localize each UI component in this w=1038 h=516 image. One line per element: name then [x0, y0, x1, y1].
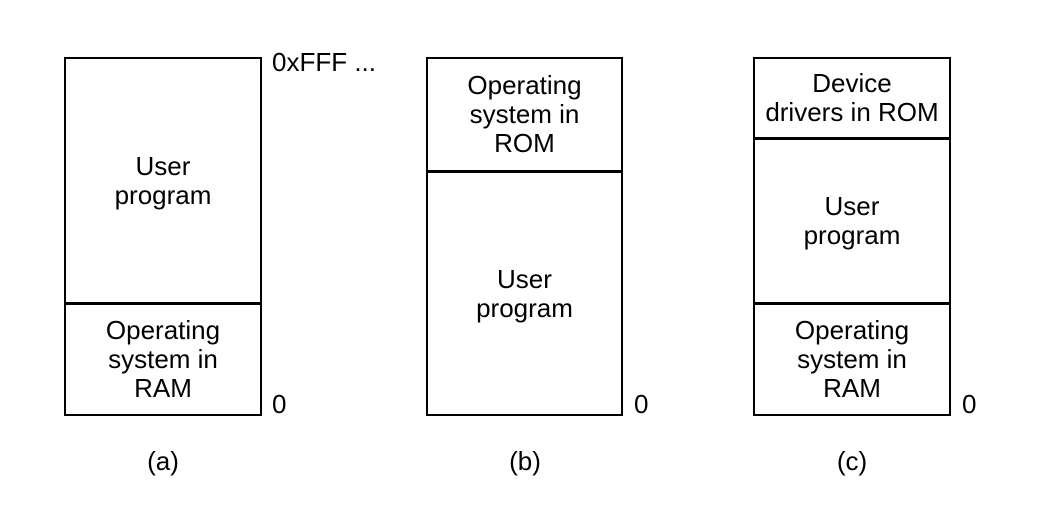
section-label: Operating system in RAM — [105, 315, 221, 403]
section-operating-system-ram: Operating system in RAM — [755, 302, 949, 414]
address-label-top: 0xFFF ... — [272, 47, 376, 77]
section-label: Device drivers in ROM — [765, 68, 939, 127]
panel-caption-b: (b) — [509, 446, 541, 476]
section-label: Operating system in ROM — [467, 70, 582, 158]
address-label-zero: 0 — [962, 389, 977, 419]
section-operating-system-rom: Operating system in ROM — [428, 59, 621, 170]
section-user-program: User program — [428, 170, 621, 414]
panel-caption-c: (c) — [836, 446, 868, 476]
panel-caption-a: (a) — [147, 446, 179, 476]
section-device-drivers-rom: Device drivers in ROM — [755, 59, 949, 137]
address-label-zero: 0 — [634, 389, 649, 419]
memory-box-a: User program Operating system in RAM — [64, 57, 262, 416]
section-user-program: User program — [66, 59, 260, 302]
memory-box-c: Device drivers in ROM User program Opera… — [753, 57, 951, 416]
section-label: Operating system in RAM — [794, 315, 910, 403]
section-user-program: User program — [755, 137, 949, 302]
section-label: User program — [114, 150, 212, 210]
memory-box-b: Operating system in ROM User program — [426, 57, 623, 416]
section-operating-system-ram: Operating system in RAM — [66, 302, 260, 414]
address-label-zero: 0 — [272, 389, 287, 419]
section-label: User program — [476, 263, 573, 323]
section-label: User program — [803, 191, 901, 250]
